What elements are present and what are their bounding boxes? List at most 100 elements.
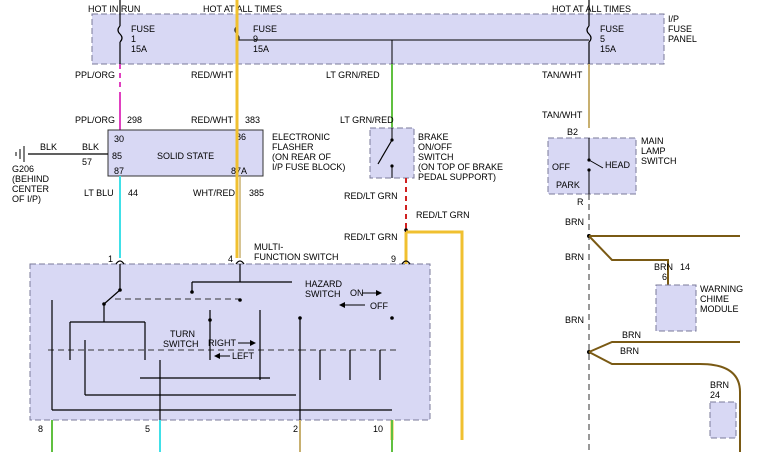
svg-text:15A: 15A [253,44,269,54]
pin-86: 86 [236,132,246,142]
svg-text:(BEHIND: (BEHIND [12,174,50,184]
svg-text:CENTER: CENTER [12,184,50,194]
wire-label-red-wht: RED/WHT [191,70,233,80]
svg-text:FLASHER: FLASHER [272,142,314,152]
wire-label-lt-blu: LT BLU [84,188,114,198]
mfs-pin-10: 10 [373,424,383,434]
circuit-298: 298 [127,115,142,125]
wire-label-ppl-org: PPL/ORG [75,70,115,80]
svg-text:1: 1 [131,34,136,44]
svg-text:BLK: BLK [82,142,99,152]
svg-text:(ON TOP OF BRAKE: (ON TOP OF BRAKE [418,162,503,172]
svg-text:FUSE: FUSE [131,24,155,34]
wire-label-lt-grn-red: LT GRN/RED [326,70,380,80]
svg-text:CHIME: CHIME [700,294,729,304]
pin-30: 30 [114,134,124,144]
circuit-385: 385 [249,188,264,198]
circuit-383: 383 [245,115,260,125]
turn-right: RIGHT [208,338,237,348]
hot-at-all-times-label: HOT AT ALL TIMES [203,4,282,14]
lamp-head: HEAD [605,160,631,170]
lamp-pin-r: R [577,197,584,207]
multifunction-switch: MULTI- FUNCTION SWITCH 1 4 9 [29,242,431,434]
flasher-title: SOLID STATE [157,151,214,161]
pin-87a: 87A [231,166,247,176]
wire-label-lt-grn-red-2: LT GRN/RED [340,115,394,125]
panel-label-line1: I/P [668,14,679,24]
wire-label-brn: BRN [565,217,584,227]
svg-text:(ON REAR OF: (ON REAR OF [272,152,332,162]
svg-text:SWITCH: SWITCH [163,339,199,349]
svg-text:TURN: TURN [170,329,195,339]
svg-text:BRN: BRN [622,330,641,340]
svg-text:BRN: BRN [710,380,729,390]
svg-text:I/P FUSE BLOCK): I/P FUSE BLOCK) [272,162,345,172]
hot-in-run-label: HOT IN RUN [88,4,140,14]
lamp-park: PARK [556,180,580,190]
svg-text:RED/LT GRN: RED/LT GRN [344,232,398,242]
svg-text:LAMP: LAMP [641,146,666,156]
hazard-off: OFF [370,301,388,311]
svg-text:BRN: BRN [565,252,584,262]
svg-text:BRN: BRN [565,315,584,325]
wire-label-blk: BLK [40,142,57,152]
wire-label-wht-red: WHT/RED [193,188,235,198]
circuit-57: 57 [82,157,92,167]
pin-87: 87 [114,166,124,176]
svg-text:SWITCH: SWITCH [305,289,341,299]
lamp-off: OFF [552,162,570,172]
lower-right-module [709,401,737,439]
svg-text:9: 9 [253,34,258,44]
wire-label-red-lt-grn: RED/LT GRN [344,191,398,201]
mfs-pin-9: 9 [391,254,396,264]
wire-label-ppl-org-2: PPL/ORG [75,115,115,125]
svg-text:ON/OFF: ON/OFF [418,142,452,152]
svg-text:HAZARD: HAZARD [305,279,343,289]
hazard-on: ON [350,288,364,298]
main-lamp-switch: B2 R MAIN LAMP SWITCH OFF PARK HEAD [547,127,677,207]
svg-text:OF I/P): OF I/P) [12,194,41,204]
svg-text:G206: G206 [12,164,34,174]
brake-switch: BRAKE ON/OFF SWITCH (ON TOP OF BRAKE PED… [369,127,503,182]
pin-85: 85 [112,151,122,161]
svg-text:BRN: BRN [620,346,639,356]
svg-text:FUNCTION SWITCH: FUNCTION SWITCH [254,252,339,262]
electronic-flasher: SOLID STATE 30 85 87 86 87A ELECTRONIC F… [107,129,345,177]
ground-g206: BLK BLK 57 G206 (BEHIND CENTER OF I/P) [12,142,108,204]
svg-text:ELECTRONIC: ELECTRONIC [272,132,331,142]
fuse-1: FUSE 1 15A [117,0,155,64]
wire-label-tan-wht-2: TAN/WHT [542,110,583,120]
svg-text:MODULE: MODULE [700,304,739,314]
mfs-pin-8: 8 [38,424,43,434]
svg-text:SWITCH: SWITCH [641,156,677,166]
mfs-pin-5: 5 [145,424,150,434]
svg-text:5: 5 [600,34,605,44]
panel-label-line2: FUSE [668,24,692,34]
svg-text:RED/LT GRN: RED/LT GRN [416,210,470,220]
wire-label-red-wht-2: RED/WHT [191,115,233,125]
svg-text:SWITCH: SWITCH [418,152,454,162]
svg-text:MULTI-: MULTI- [254,242,283,252]
mfs-pin-4: 4 [228,254,233,264]
svg-text:WARNING: WARNING [700,284,743,294]
hot-at-all-times-label-2: HOT AT ALL TIMES [552,4,631,14]
svg-text:BRAKE: BRAKE [418,132,449,142]
turn-left: LEFT [232,351,255,361]
fuse-panel: HOT IN RUN HOT AT ALL TIMES HOT AT ALL T… [88,0,697,65]
chime-pin-6: 6 [662,272,667,282]
svg-text:MAIN: MAIN [641,136,664,146]
panel-label-line3: PANEL [668,34,697,44]
svg-text:15A: 15A [600,44,616,54]
circuit-14: 14 [680,262,690,272]
svg-text:15A: 15A [131,44,147,54]
circuit-44: 44 [128,188,138,198]
fuse-5: FUSE 5 15A [586,0,624,64]
svg-text:FUSE: FUSE [253,24,277,34]
lamp-pin-b2: B2 [567,127,578,137]
circuit-24: 24 [710,390,720,400]
mfs-pin-2: 2 [293,424,298,434]
warning-chime-module: 6 WARNING CHIME MODULE [655,272,743,332]
svg-text:BRN: BRN [654,262,673,272]
wire-label-tan-wht: TAN/WHT [542,70,583,80]
